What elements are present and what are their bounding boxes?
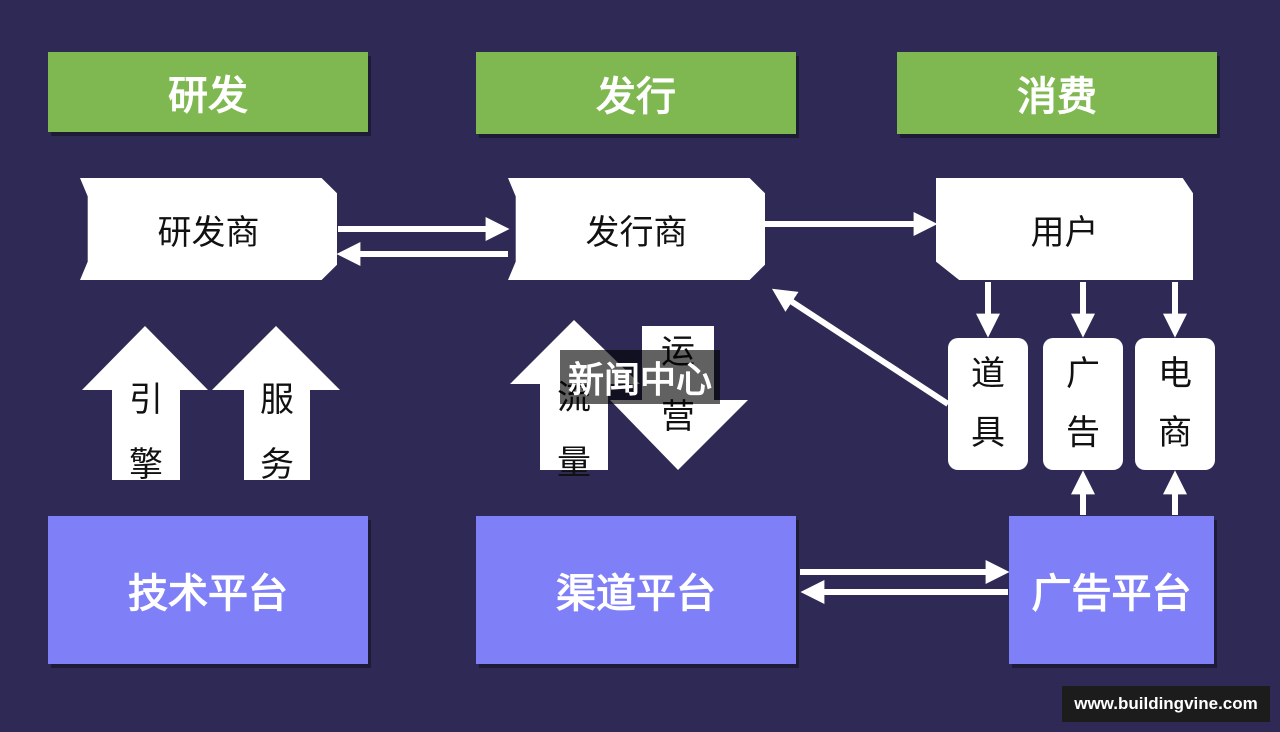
chip-ecommerce: 电 商 bbox=[1135, 338, 1215, 470]
label-service: 服 务 bbox=[260, 380, 294, 485]
chip-props: 道 具 bbox=[948, 338, 1028, 470]
up-arrow-engine bbox=[82, 326, 208, 480]
watermark-news-center: 新闻中心 bbox=[560, 350, 720, 404]
arrow-props-to-publisher bbox=[771, 288, 950, 407]
node-developer: 研发商 bbox=[80, 178, 337, 280]
label-engine: 引 擎 bbox=[129, 380, 163, 485]
platform-channel: 渠道平台 bbox=[476, 516, 796, 664]
platform-tech: 技术平台 bbox=[48, 516, 368, 664]
header-publishing: 发行 bbox=[476, 52, 796, 134]
header-rnd: 研发 bbox=[48, 52, 368, 132]
chip-ads: 广 告 bbox=[1043, 338, 1123, 470]
node-user: 用户 bbox=[936, 178, 1193, 280]
platform-ads: 广告平台 bbox=[1009, 516, 1214, 664]
up-arrow-service bbox=[212, 326, 340, 480]
site-url-badge: www.buildingvine.com bbox=[1062, 686, 1270, 722]
header-consumption: 消费 bbox=[897, 52, 1217, 134]
node-publisher: 发行商 bbox=[508, 178, 765, 280]
